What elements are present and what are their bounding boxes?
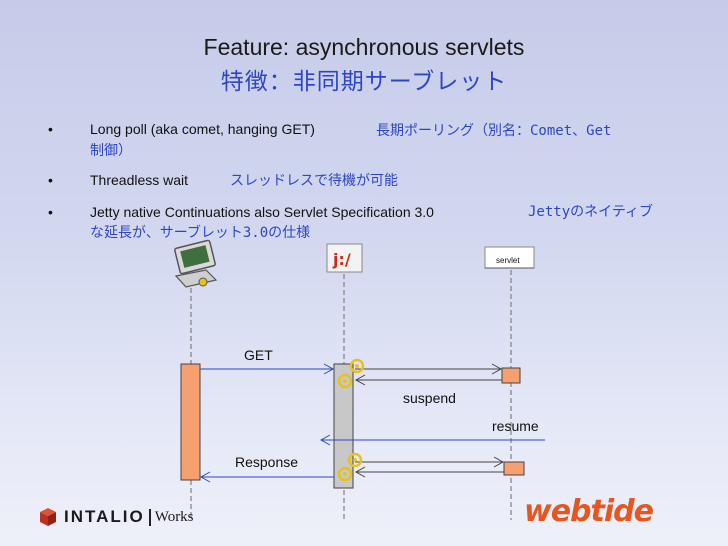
client-computer-icon <box>174 239 218 288</box>
bullet-text: Long poll (aka comet, hanging GET) <box>90 121 315 137</box>
dispatch-arrow <box>355 363 503 375</box>
bullet-japanese-continuation: 制御） <box>90 143 132 159</box>
intalio-logo: INTALIO Works <box>36 506 194 528</box>
jetty-logo: j:/ <box>326 243 363 273</box>
client-activation-bar <box>180 363 201 481</box>
bullet-japanese: Jettyのネイティブ <box>528 204 654 220</box>
get-label: GET <box>244 347 273 363</box>
bullet-japanese-continuation: な延長が、サーブレット3.0の仕様 <box>90 225 311 241</box>
thread-gear-icon <box>347 452 363 468</box>
suspend-return-arrow <box>354 374 502 386</box>
redispatch-arrow <box>355 456 505 468</box>
response-label: Response <box>235 454 299 470</box>
slide-title: Feature: asynchronous servlets <box>203 34 525 60</box>
redispatch-return-arrow <box>354 466 504 478</box>
response-arrow <box>199 471 334 483</box>
bullet-marker: • <box>48 204 53 220</box>
servlet-label: servlet <box>496 256 520 265</box>
bullet-text: Threadless wait <box>90 172 189 188</box>
thread-gear-icon <box>337 466 353 482</box>
servlet-activation-resume <box>503 461 525 476</box>
bullet-marker: • <box>48 172 53 188</box>
bullet-marker: • <box>48 121 53 137</box>
thread-gear-icon <box>337 373 353 389</box>
jetty-logo-text: j:/ <box>332 250 351 269</box>
bullet-japanese: 長期ポーリング（別名：Comet、Get <box>376 123 612 139</box>
thread-gear-icon <box>349 358 365 374</box>
get-arrow <box>200 363 335 375</box>
intalio-cube-icon <box>40 508 56 526</box>
suspend-label: suspend <box>403 390 456 406</box>
resume-arrow <box>319 434 545 446</box>
resume-label: resume <box>492 418 539 434</box>
bullet-japanese: スレッドレスで待機が可能 <box>230 173 398 189</box>
servlet-box <box>484 246 535 269</box>
bullet-text: Jetty native Continuations also Servlet … <box>90 204 434 220</box>
slide-title-japanese: 特徴：非同期サーブレット <box>220 69 508 95</box>
servlet-activation-suspend <box>501 367 521 384</box>
webtide-logo: webtide <box>524 494 654 529</box>
works-logo-text: Works <box>148 508 194 526</box>
jetty-activation-bar <box>333 363 354 489</box>
intalio-logo-text: INTALIO <box>64 507 145 526</box>
